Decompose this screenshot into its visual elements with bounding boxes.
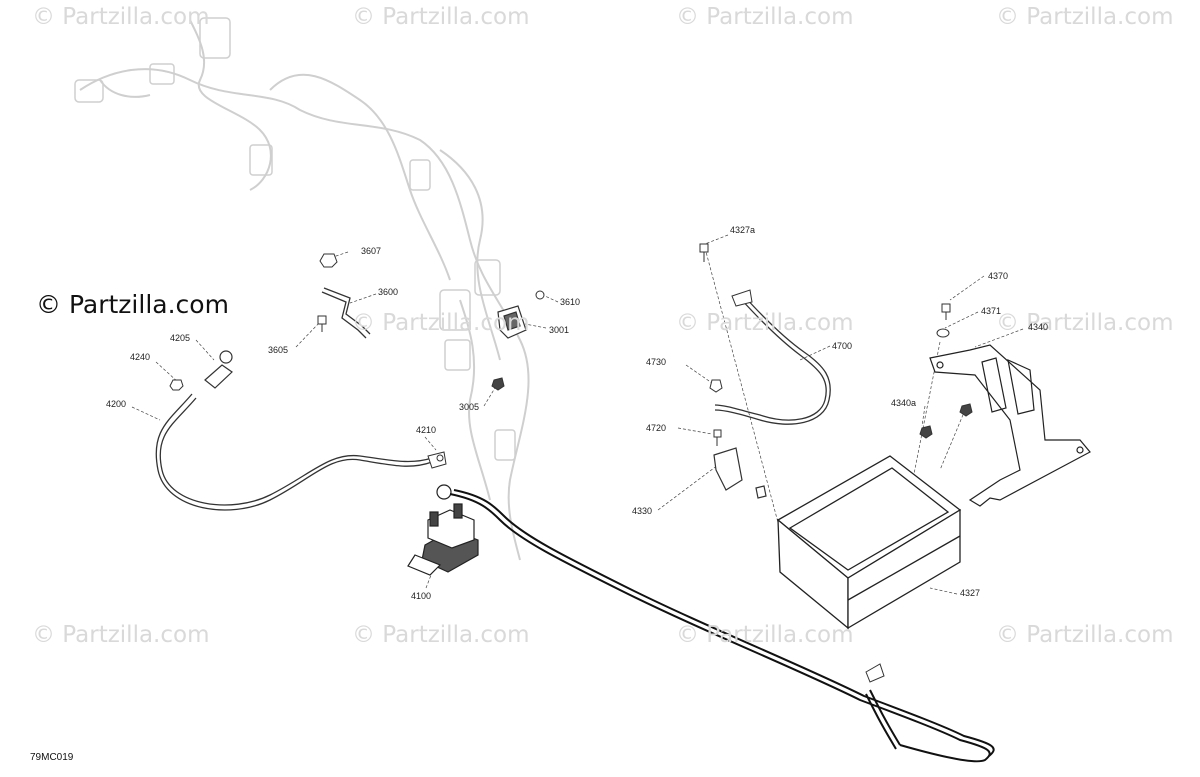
- small-cable-3600: [321, 287, 371, 339]
- callout-label: 4340: [1028, 322, 1049, 332]
- watermark: © Partzilla.com: [996, 622, 1174, 648]
- callout-label: 4370: [988, 271, 1009, 281]
- callout-label: 4371: [981, 306, 1002, 316]
- bolt-3610: [535, 290, 545, 300]
- cable-4700: [714, 295, 831, 425]
- callout-label: 4700: [832, 341, 853, 351]
- nut-3607: [319, 253, 338, 268]
- callout-label: 4720: [646, 423, 667, 433]
- callout-label: 4340a: [891, 398, 917, 408]
- callout-label: 4205: [170, 333, 191, 343]
- callout-label: 4330: [632, 506, 653, 516]
- bolt-3605: [317, 315, 327, 332]
- watermark: © Partzilla.com: [996, 4, 1174, 30]
- watermark: © Partzilla.com: [676, 622, 854, 648]
- watermark: © Partzilla.com: [32, 622, 210, 648]
- washer-4371: [936, 328, 950, 338]
- nut-3005: [491, 377, 505, 391]
- battery-4327: [776, 455, 962, 630]
- cable-end-4205: [204, 350, 233, 389]
- main-harness-cable: [449, 489, 995, 763]
- watermark: © Partzilla.com: [676, 4, 854, 30]
- watermark: © Partzilla.com: [996, 310, 1174, 336]
- callout-label: 4730: [646, 357, 667, 367]
- diagram-code: 79MC019: [30, 752, 74, 763]
- terminal-4210: [427, 451, 447, 469]
- nut-4240: [169, 379, 184, 391]
- callout-label: 3001: [549, 325, 570, 335]
- callout-label: 4200: [106, 399, 127, 409]
- callout-label: 3605: [268, 345, 289, 355]
- bolt-4370: [941, 303, 951, 320]
- background-harness: [79, 19, 530, 561]
- battery-terminal-lower: [865, 663, 885, 683]
- watermark: © Partzilla.com: [352, 310, 530, 336]
- background-connectors: [74, 17, 516, 461]
- bracket-4340: [929, 344, 1091, 507]
- terminal-4327a: [699, 243, 753, 307]
- callout-label: 4327a: [730, 225, 756, 235]
- callout-label: 4210: [416, 425, 437, 435]
- watermark: © Partzilla.com: [352, 622, 530, 648]
- callout-label: 4100: [411, 591, 432, 601]
- callout-label: 4327: [960, 588, 981, 598]
- callout-label: 3607: [361, 246, 382, 256]
- cable-4200: [155, 393, 433, 511]
- watermark: © Partzilla.com: [352, 4, 530, 30]
- nut-4730: [709, 379, 723, 393]
- callout-label: 3600: [378, 287, 399, 297]
- watermark: © Partzilla.com: [676, 310, 854, 336]
- cover-4330: [713, 447, 767, 499]
- relay-3001: [497, 305, 527, 339]
- nut-4340a: [919, 403, 973, 439]
- watermark: © Partzilla.com: [32, 4, 210, 30]
- callout-label: 4240: [130, 352, 151, 362]
- solenoid-4100: [407, 484, 479, 576]
- bolt-4720: [713, 429, 722, 446]
- callout-label: 3610: [560, 297, 581, 307]
- callout-label: 3005: [459, 402, 480, 412]
- partzilla-logo: © Partzilla.com: [36, 290, 229, 319]
